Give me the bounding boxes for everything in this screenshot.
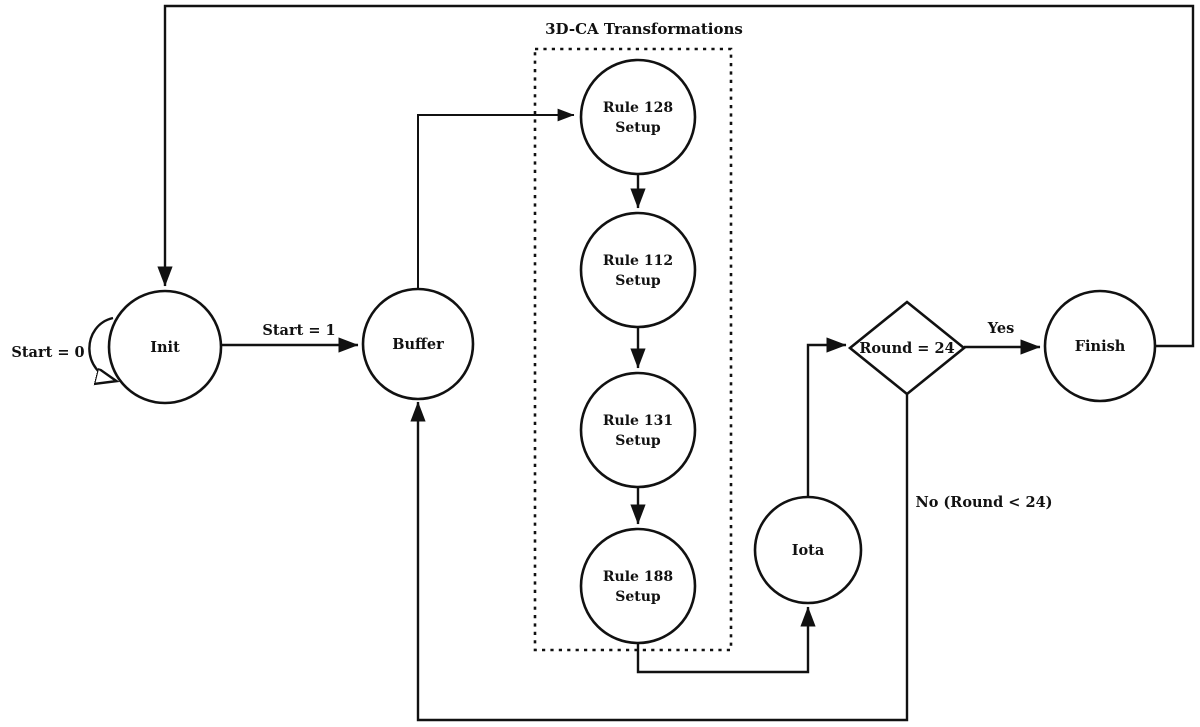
node-finish[interactable]: Finish [1043,289,1157,403]
edge-init-self-loop [88,316,116,381]
node-rule-112-label-line2: Setup [615,273,661,289]
node-round-24-label: Round = 24 [859,340,954,357]
node-iota[interactable]: Iota [753,495,863,605]
edge-label-start-1: Start = 1 [262,322,335,339]
node-finish-circle[interactable] [1043,289,1157,403]
node-rule-188-label-line2: Setup [615,589,661,605]
node-buffer[interactable]: Buffer [361,287,475,401]
node-iota-label: Iota [792,542,825,559]
node-rule-131-label-line2: Setup [615,433,661,449]
node-init-label: Init [150,339,180,356]
node-rule-112-label-line1: Rule 112 [603,253,673,269]
edge-buffer-to-rule128 [417,108,575,289]
node-rule-128-setup[interactable]: Rule 128 Setup [579,58,697,176]
node-iota-circle[interactable] [753,495,863,605]
group-3dca-transformations: 3D-CA Transformations [533,20,743,652]
node-rule-128-label-line2: Setup [615,120,661,136]
edge-label-no-round-lt-24: No (Round < 24) [915,494,1052,511]
edge-label-start-0: Start = 0 [11,344,84,361]
node-buffer-circle[interactable] [361,287,475,401]
edge-finish-to-init [157,4,1195,348]
edge-label-yes: Yes [987,320,1014,337]
node-init[interactable]: Init [107,289,223,405]
node-rule-131-circle[interactable] [579,371,697,489]
group-title-label: 3D-CA Transformations [545,20,743,38]
node-rule-128-circle[interactable] [579,58,697,176]
node-rule-112-setup[interactable]: Rule 112 Setup [579,211,697,329]
edge-iota-to-round24 [806,337,847,497]
node-round-24-decision[interactable]: Round = 24 [847,300,967,396]
edge-round24-to-buffer-no [410,394,909,722]
node-rule-188-label-line1: Rule 188 [603,569,673,585]
node-rule-131-setup[interactable]: Rule 131 Setup [579,371,697,489]
edge-rule188-to-iota [636,606,816,674]
node-init-circle[interactable] [107,289,223,405]
node-rule-112-circle[interactable] [579,211,697,329]
node-rule-128-label-line1: Rule 128 [603,100,673,116]
node-rule-131-label-line1: Rule 131 [603,413,673,429]
node-rule-188-setup[interactable]: Rule 188 Setup [579,527,697,645]
group-dotted-border [533,47,733,652]
node-finish-label: Finish [1075,338,1126,355]
node-round-24-diamond[interactable] [847,300,967,396]
node-buffer-label: Buffer [392,336,444,353]
node-rule-188-circle[interactable] [579,527,697,645]
